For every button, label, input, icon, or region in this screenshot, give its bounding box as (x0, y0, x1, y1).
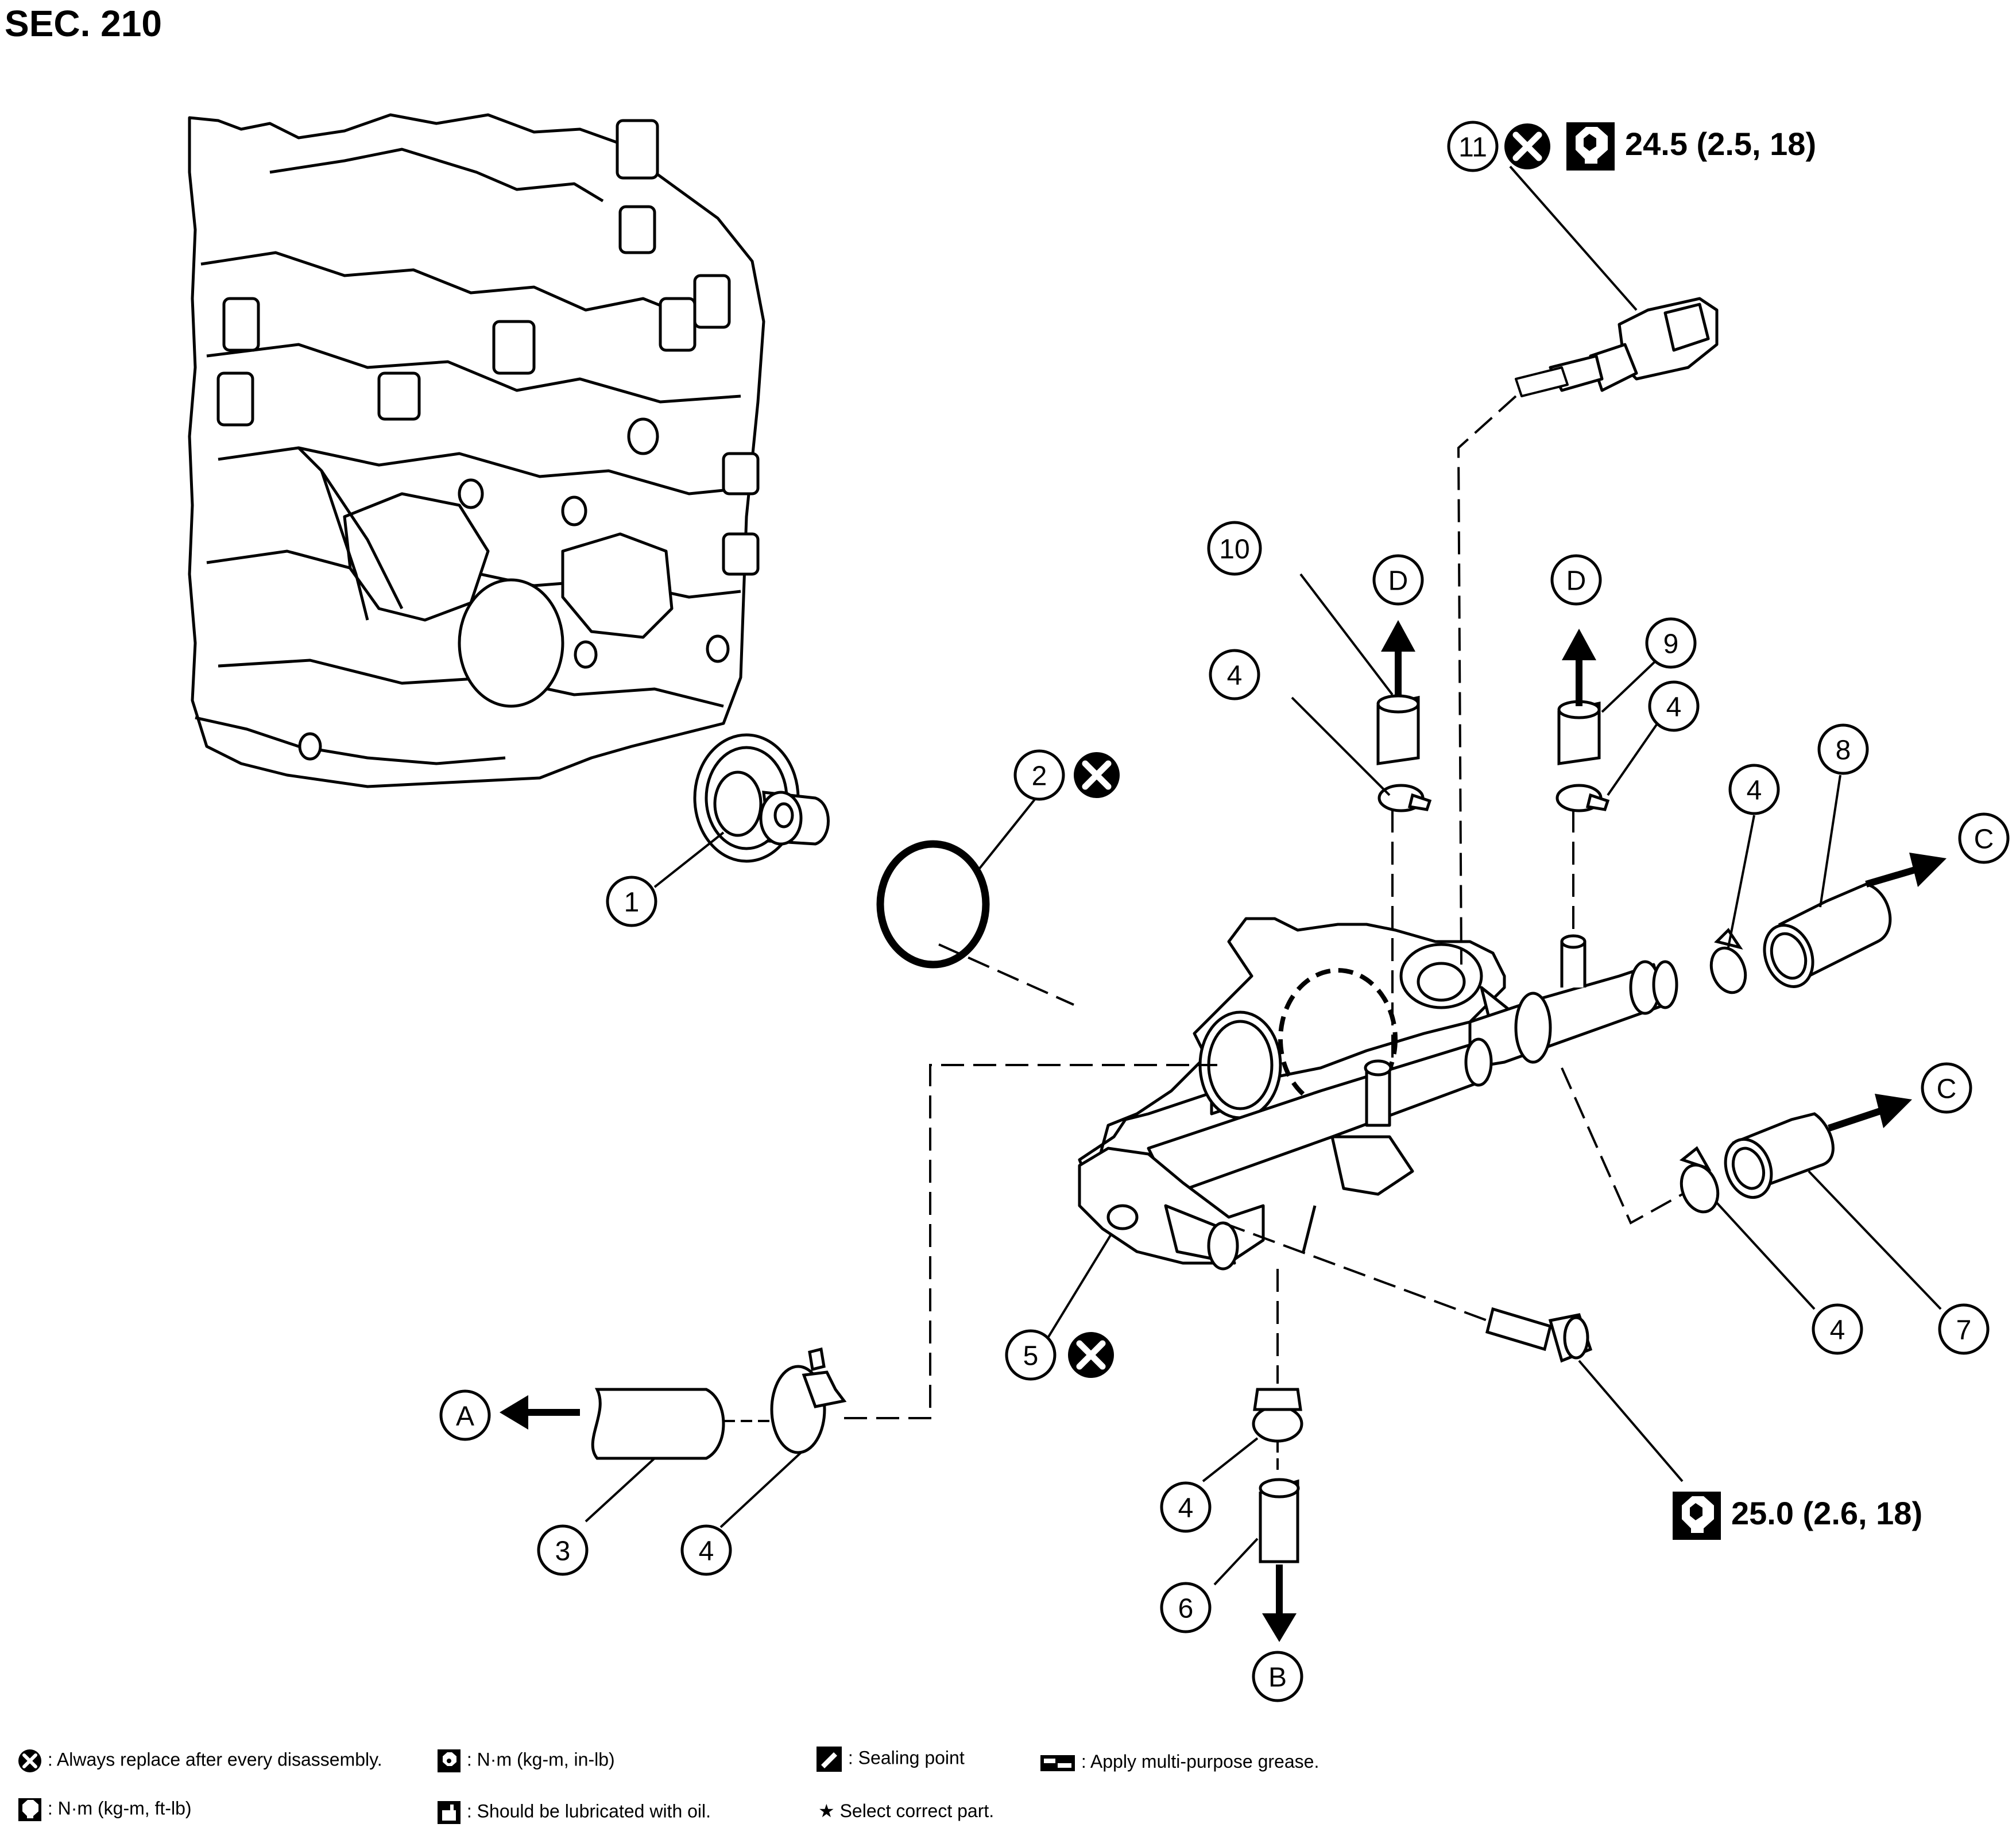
legend-nm-inlb-text: : N·m (kg-m, in-lb) (466, 1749, 615, 1770)
connection-c-lower: C (1937, 1074, 1957, 1105)
hose-part-3 (591, 1388, 725, 1460)
o-ring-part-2 (876, 840, 990, 969)
star-icon: ★ (818, 1800, 835, 1821)
callout-4-right-upper: 4 (1747, 776, 1762, 806)
connection-d-right: D (1566, 566, 1587, 597)
replace-icon-part-5 (1068, 1332, 1114, 1378)
legend-nm-ftlb-text: : N·m (kg-m, ft-lb) (47, 1798, 192, 1819)
callout-4-bottom: 4 (1178, 1493, 1194, 1524)
hose-clamp-part-4-left (770, 1347, 847, 1454)
grease-icon (1040, 1755, 1075, 1771)
callout-1: 1 (624, 888, 640, 918)
oil-can-icon (438, 1801, 461, 1824)
replace-x-icon (18, 1749, 41, 1772)
hose-part-10 (1376, 694, 1420, 765)
torque-value-sensor: 24.5 (2.5, 18) (1625, 126, 1816, 162)
legend-sealing-text: : Sealing point (848, 1747, 965, 1768)
torque-icon-bolt (1673, 1492, 1721, 1540)
callout-3: 3 (555, 1536, 571, 1567)
torque-wrench-small-icon (438, 1749, 461, 1772)
hose-clamp-part-4-right-upper (1709, 928, 1747, 994)
hose-part-8 (1763, 882, 1892, 988)
arrow-c2 (1828, 1108, 1882, 1132)
legend-oil: : Should be lubricated with oil. (436, 1800, 711, 1825)
hose-part-7 (1724, 1112, 1835, 1199)
legend-select-part-text: Select correct part. (839, 1800, 995, 1821)
hose-clamp-part-4-d1 (1377, 784, 1432, 812)
legend-oil-text: : Should be lubricated with oil. (466, 1800, 711, 1822)
callout-4-right-lower: 4 (1830, 1315, 1845, 1346)
torque-icon-sensor (1566, 122, 1615, 171)
legend-sealing: : Sealing point (815, 1745, 965, 1773)
hose-clamp-part-4-bottom (1252, 1388, 1303, 1443)
hose-part-9 (1557, 700, 1601, 765)
callout-10: 10 (1219, 535, 1249, 565)
replace-icon-part-2 (1074, 752, 1120, 798)
legend-select-part: ★ Select correct part. (818, 1800, 994, 1822)
hose-part-6 (1259, 1478, 1300, 1563)
replace-icon-part-11 (1504, 123, 1550, 169)
thermostat-part-1 (693, 733, 830, 863)
callout-8: 8 (1836, 735, 1851, 766)
callout-5: 5 (1023, 1341, 1039, 1372)
section-title: SEC. 210 (5, 3, 162, 44)
callout-11: 11 (1458, 133, 1487, 163)
callout-4-left: 4 (699, 1536, 714, 1567)
callout-4-d2: 4 (1666, 692, 1682, 723)
legend-replace-text: : Always replace after every disassembly… (47, 1749, 382, 1770)
hose-clamp-part-4-right-lower (1679, 1146, 1720, 1214)
torque-wrench-icon (18, 1798, 41, 1821)
callout-6: 6 (1178, 1594, 1194, 1624)
water-temperature-sensor-part-11 (1515, 297, 1719, 397)
legend-nm-ftlb: : N·m (kg-m, ft-lb) (17, 1797, 192, 1822)
water-outlet-housing (1078, 917, 1678, 1271)
callout-4-d1: 4 (1227, 661, 1243, 691)
torque-value-bolt: 25.0 (2.6, 18) (1731, 1495, 1922, 1531)
connection-a: A (456, 1401, 474, 1432)
callout-7: 7 (1956, 1315, 1972, 1346)
legend-grease: : Apply multi-purpose grease. (1039, 1751, 1319, 1774)
callout-2: 2 (1032, 761, 1047, 792)
connection-c-upper: C (1974, 824, 1994, 855)
legend-replace: : Always replace after every disassembly… (17, 1748, 382, 1774)
legend-nm-inlb: : N·m (kg-m, in-lb) (436, 1748, 615, 1774)
callout-9: 9 (1663, 629, 1679, 660)
hose-clamp-part-4-d2 (1555, 784, 1610, 812)
sealant-icon (817, 1747, 842, 1772)
connection-b: B (1268, 1663, 1287, 1693)
arrow-c1 (1865, 866, 1916, 888)
mounting-bolt (1485, 1307, 1593, 1363)
legend-grease-text: : Apply multi-purpose grease. (1081, 1751, 1320, 1772)
connection-d-left: D (1388, 566, 1409, 597)
engine-block-illustration (188, 113, 765, 788)
